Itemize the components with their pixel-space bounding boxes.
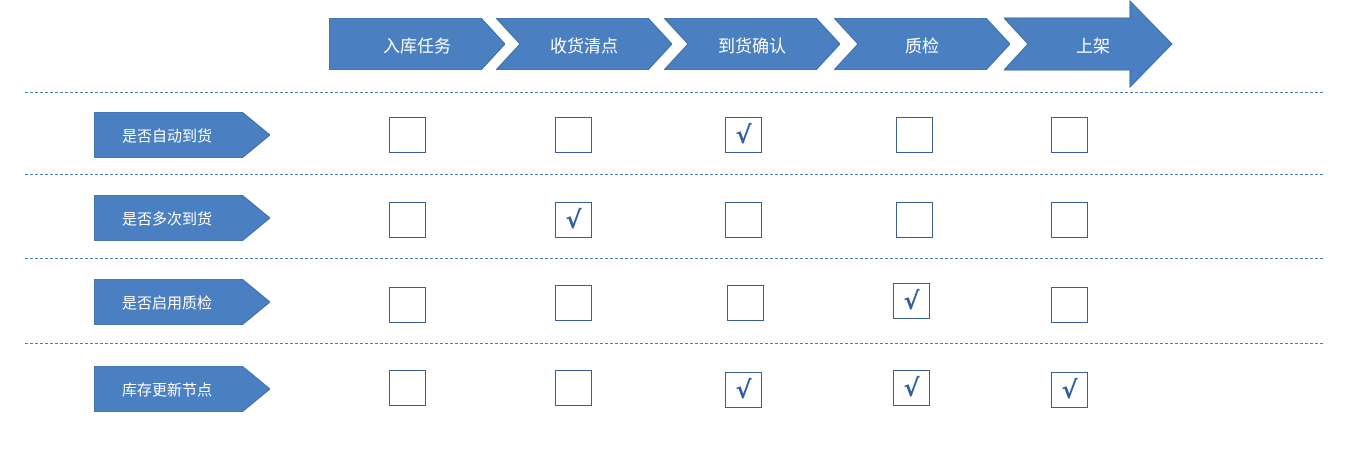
- step-label: 质检: [905, 36, 939, 57]
- row-label-text: 库存更新节点: [122, 380, 213, 399]
- checkbox-r1-c2[interactable]: [725, 202, 762, 238]
- checkbox-r0-c2[interactable]: √: [725, 117, 762, 153]
- step-chevron-shape: [329, 18, 505, 70]
- step-chevron-shape: [834, 18, 1010, 70]
- checkbox-r3-c3[interactable]: √: [893, 370, 930, 406]
- check-mark-icon: √: [903, 374, 920, 402]
- row-label-shape: [94, 112, 270, 158]
- checkbox-r1-c0[interactable]: [389, 202, 426, 238]
- check-mark-icon: √: [565, 206, 582, 234]
- row-separator: [25, 174, 1323, 175]
- checkbox-r2-c0[interactable]: [389, 287, 426, 323]
- step-receiving-count: 收货清点: [496, 18, 672, 70]
- row-label-inventory-update: 库存更新节点: [94, 366, 270, 412]
- checkbox-r1-c1[interactable]: √: [555, 202, 592, 238]
- check-mark-icon: √: [903, 287, 920, 315]
- step-quality-check: 质检: [834, 18, 1010, 70]
- step-chevron-shape: [664, 18, 840, 70]
- row-label-multiple-arrival: 是否多次到货: [94, 195, 270, 241]
- row-label-text: 是否启用质检: [122, 293, 213, 312]
- step-label: 到货确认: [718, 36, 786, 57]
- check-mark-icon: √: [735, 376, 752, 404]
- checkbox-r0-c0[interactable]: [389, 117, 426, 153]
- checkbox-r3-c2[interactable]: √: [725, 372, 762, 408]
- step-shelving-arrow: [1004, 0, 1173, 89]
- row-label-shape: [94, 366, 270, 412]
- row-separator: [25, 258, 1323, 259]
- step-label: 收货清点: [550, 36, 618, 57]
- checkbox-r0-c4[interactable]: [1051, 117, 1088, 153]
- row-label-shape: [94, 195, 270, 241]
- checkbox-r3-c0[interactable]: [389, 370, 426, 406]
- row-separator: [25, 92, 1323, 93]
- row-label-shape: [94, 279, 270, 325]
- step-chevron-shape: [496, 18, 672, 70]
- checkbox-r2-c4[interactable]: [1051, 287, 1088, 323]
- checkbox-r2-c2[interactable]: [727, 285, 764, 321]
- checkbox-r0-c3[interactable]: [896, 117, 933, 153]
- row-separator: [25, 343, 1323, 344]
- checkbox-r2-c3[interactable]: √: [893, 283, 930, 319]
- step-arrival-confirm: 到货确认: [664, 18, 840, 70]
- check-mark-icon: √: [1061, 376, 1078, 404]
- row-label-text: 是否自动到货: [122, 126, 213, 145]
- step-inbound-task: 入库任务: [329, 18, 505, 70]
- row-label-auto-arrival: 是否自动到货: [94, 112, 270, 158]
- checkbox-r1-c4[interactable]: [1051, 202, 1088, 238]
- row-label-text: 是否多次到货: [122, 209, 213, 228]
- step-label: 入库任务: [383, 36, 451, 57]
- step-shelving-label: 上架: [1076, 36, 1110, 57]
- checkbox-r3-c4[interactable]: √: [1051, 372, 1088, 408]
- checkbox-r1-c3[interactable]: [896, 202, 933, 238]
- row-label-enable-qc: 是否启用质检: [94, 279, 270, 325]
- checkbox-r2-c1[interactable]: [555, 285, 592, 321]
- checkbox-r3-c1[interactable]: [555, 370, 592, 406]
- checkbox-r0-c1[interactable]: [555, 117, 592, 153]
- check-mark-icon: √: [735, 121, 752, 149]
